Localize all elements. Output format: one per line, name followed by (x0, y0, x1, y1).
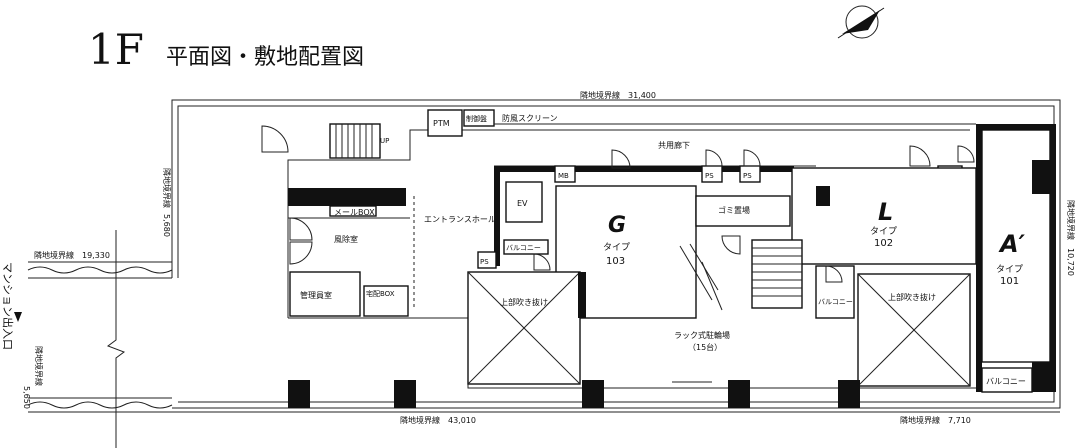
unit-g-letter: G (608, 213, 626, 238)
boundary-left-mid-label: 隣地境界線 19,330 (34, 250, 110, 260)
door-swing-stair (261, 125, 289, 153)
ps-2-label: PS (743, 172, 752, 180)
dim-left-upper: 5,680 (162, 214, 171, 237)
door-corridor-5 (957, 145, 975, 163)
door-balcony (533, 253, 551, 271)
garbage-label: ゴミ置場 (718, 205, 750, 215)
unit-a-balcony (981, 367, 1033, 393)
boundary-left-lower-label: 隣地境界線 (34, 346, 44, 386)
unit-a-type: タイプ (996, 264, 1023, 275)
windscreen-label: 防風スクリーン (502, 113, 558, 123)
void-1-label: 上部吹き抜け (500, 297, 548, 307)
unit-g-type: タイプ (603, 242, 630, 253)
boundary-bottom-right-label: 隣地境界線 7,710 (900, 415, 971, 425)
dim-left-lower: 5,650 (22, 386, 31, 409)
plan-subtitle: 平面図・敷地配置図 (166, 45, 364, 70)
manager-room (289, 271, 361, 317)
north-arrow-icon (837, 5, 885, 39)
entrance-arrow-icon (14, 312, 22, 322)
delivery-box (363, 285, 409, 317)
door-corridor-4 (909, 145, 931, 167)
ev-label: EV (517, 199, 528, 208)
structural-columns (288, 160, 1050, 408)
boundary-top-label: 隣地境界線 31,400 (580, 90, 656, 100)
floor-title: 1F (88, 25, 144, 74)
ps-3-label: PS (480, 258, 489, 266)
control-panel-room (463, 109, 495, 127)
site-boundary (27, 99, 1061, 448)
elevator (505, 181, 543, 223)
ptm-label: PTM (433, 119, 450, 128)
door-garbage (721, 235, 741, 255)
boundary-right-label: 隣地境界線 10,720 (1066, 200, 1076, 276)
void-2-label: 上部吹き抜け (888, 292, 936, 302)
void-1 (467, 271, 581, 385)
bike-rack (672, 239, 803, 389)
door-corridor-2 (705, 149, 723, 167)
entrance-label: マンション出入口 (1, 262, 15, 350)
entrance-hall-label: エントランスホール (424, 215, 496, 224)
stairs (329, 123, 381, 159)
ps-1-label: PS (705, 172, 714, 180)
balcony-1-label: バルコニー (506, 244, 541, 252)
mb-box-1 (554, 165, 576, 183)
boundary-bottom-label: 隣地境界線 43,010 (400, 415, 476, 425)
wind-room-label: 風除室 (334, 234, 358, 244)
unit-l-number: 102 (874, 238, 893, 249)
mail-box (329, 205, 377, 217)
balcony-3-label: バルコニー (986, 377, 1026, 386)
corridor-label: 共用廊下 (658, 140, 690, 150)
manager-room-label: 管理員室 (300, 290, 332, 300)
door-wind-room-2 (289, 241, 313, 265)
unit-l-room (791, 167, 977, 265)
door-corridor-1 (611, 149, 631, 169)
unit-g-number: 103 (606, 256, 625, 267)
door-wind-room (289, 217, 313, 241)
unit-a-letter: A′ (998, 230, 1026, 258)
ptm-room (427, 109, 463, 137)
mail-box-label: メールBOX (334, 208, 375, 217)
up-label: UP (380, 137, 389, 145)
ev-balcony (503, 239, 549, 255)
bike-count-label: （15台） (688, 342, 722, 352)
bike-parking-label: ラック式駐輪場 (674, 330, 730, 340)
unit-l-balcony (815, 265, 855, 319)
balcony-2-label: バルコニー (818, 298, 853, 306)
unit-l-letter: L (878, 198, 893, 226)
delivery-box-label: 宅配BOX (366, 289, 395, 298)
door-corridor-3 (743, 149, 761, 167)
mb-1-label: MB (558, 172, 569, 180)
unit-a-number: 101 (1000, 276, 1019, 287)
door-bike (825, 265, 843, 283)
ps-box-3 (477, 251, 497, 269)
control-panel-label: 制御盤 (466, 114, 487, 123)
garbage-room (695, 195, 791, 227)
boundary-left-upper-label: 隣地境界線 (162, 168, 172, 208)
void-2 (857, 273, 971, 387)
unit-l-type: タイプ (870, 226, 897, 237)
